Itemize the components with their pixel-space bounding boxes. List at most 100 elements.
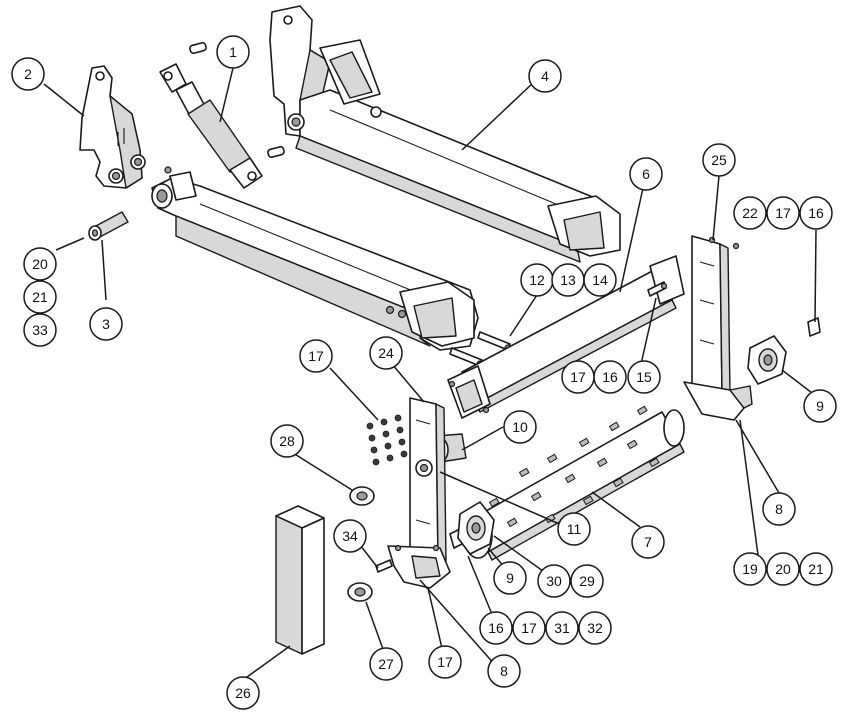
callout-9-left: 9 xyxy=(493,561,527,595)
hydraulic-cylinder xyxy=(159,41,285,189)
callout-label: 20 xyxy=(775,561,791,577)
callout-14: 14 xyxy=(583,263,617,297)
callout-20-right: 20 xyxy=(766,552,800,586)
callout-label: 8 xyxy=(775,501,783,517)
callout-label: 31 xyxy=(554,620,570,636)
callout-16-bottom: 16 xyxy=(479,611,513,645)
callout-label: 7 xyxy=(644,534,652,550)
callout-27: 27 xyxy=(369,647,403,681)
callout-17-mid: 17 xyxy=(561,360,595,394)
callout-22: 22 xyxy=(733,196,767,230)
callout-17-lower-left: 17 xyxy=(428,645,462,679)
callout-2: 2 xyxy=(11,57,45,91)
callout-29: 29 xyxy=(570,564,604,598)
callout-label: 22 xyxy=(742,205,758,221)
callout-30: 30 xyxy=(537,564,571,598)
callout-label: 8 xyxy=(500,663,508,679)
bearing-flange-left xyxy=(457,501,495,555)
mounting-bracket-left xyxy=(79,65,146,189)
callout-label: 21 xyxy=(808,561,824,577)
callout-label: 21 xyxy=(32,289,48,305)
callout-label: 32 xyxy=(587,620,603,636)
callout-label: 11 xyxy=(567,521,582,537)
callout-label: 19 xyxy=(742,561,758,577)
callout-label: 26 xyxy=(235,685,251,701)
side-plate-left xyxy=(387,397,451,589)
callout-17-top: 17 xyxy=(299,339,333,373)
side-plate-right xyxy=(683,235,753,421)
callout-label: 17 xyxy=(308,348,324,364)
callout-label: 17 xyxy=(775,205,791,221)
callout-label: 17 xyxy=(570,369,586,385)
callout-label: 17 xyxy=(521,620,537,636)
callout-33: 33 xyxy=(23,313,57,347)
callout-label: 12 xyxy=(529,272,545,288)
callout-15: 15 xyxy=(627,360,661,394)
lift-arm-rear xyxy=(269,5,621,263)
callout-label: 9 xyxy=(816,398,824,414)
callout-34: 34 xyxy=(333,519,367,553)
leader-lines xyxy=(43,67,817,683)
callout-20-left: 20 xyxy=(23,247,57,281)
callout-26: 26 xyxy=(226,676,260,710)
callout-label: 9 xyxy=(506,570,514,586)
small-pin xyxy=(375,559,393,573)
callout-21-right: 21 xyxy=(799,552,833,586)
callout-label: 25 xyxy=(711,152,727,168)
callout-7: 7 xyxy=(631,525,665,559)
callout-32: 32 xyxy=(578,611,612,645)
callout-13: 13 xyxy=(551,263,585,297)
callout-31: 31 xyxy=(545,611,579,645)
pivot-pin xyxy=(88,211,129,241)
callout-4: 4 xyxy=(528,59,562,93)
nut-cluster xyxy=(366,414,408,466)
callout-16-right: 16 xyxy=(799,196,833,230)
packaging-box xyxy=(275,505,325,655)
callout-label: 14 xyxy=(592,272,608,288)
callout-19: 19 xyxy=(733,552,767,586)
callout-label: 15 xyxy=(636,369,652,385)
callout-12: 12 xyxy=(520,263,554,297)
callout-label: 20 xyxy=(32,256,48,272)
callout-label: 28 xyxy=(279,433,295,449)
callout-label: 29 xyxy=(579,573,595,589)
spiked-roller-drum xyxy=(449,405,685,561)
callout-label: 30 xyxy=(546,573,562,589)
callout-28: 28 xyxy=(270,424,304,458)
callout-17-right: 17 xyxy=(766,196,800,230)
callout-8-left: 8 xyxy=(487,654,521,688)
callout-9-right: 9 xyxy=(803,389,837,423)
callout-label: 34 xyxy=(342,528,358,544)
bearing-flange-right xyxy=(747,335,787,385)
small-bolt-right xyxy=(807,317,821,337)
callout-16-mid: 16 xyxy=(593,360,627,394)
callout-label: 16 xyxy=(808,205,824,221)
callout-25: 25 xyxy=(702,143,736,177)
callout-label: 6 xyxy=(642,166,650,182)
bushing-lower xyxy=(347,582,373,602)
callout-label: 33 xyxy=(32,322,48,338)
bushing-upper xyxy=(349,486,375,506)
callout-8-right: 8 xyxy=(762,492,796,526)
callout-1: 1 xyxy=(216,35,250,69)
callout-label: 16 xyxy=(602,369,618,385)
callout-3: 3 xyxy=(89,307,123,341)
tube-end-bolts xyxy=(647,281,668,297)
callout-6: 6 xyxy=(629,157,663,191)
lift-arm-front xyxy=(151,166,479,351)
callout-label: 3 xyxy=(102,316,110,332)
callout-label: 24 xyxy=(378,345,394,361)
callout-label: 13 xyxy=(560,272,576,288)
callout-24: 24 xyxy=(369,336,403,370)
callout-10: 10 xyxy=(503,410,537,444)
callout-21-left: 21 xyxy=(23,280,57,314)
callout-label: 17 xyxy=(437,654,453,670)
callout-label: 10 xyxy=(512,419,528,435)
callout-label: 27 xyxy=(378,656,394,672)
callout-label: 1 xyxy=(229,44,237,60)
callout-11: 11 xyxy=(557,512,591,546)
callout-label: 16 xyxy=(488,620,504,636)
callout-label: 4 xyxy=(541,68,549,84)
callout-17-bottom: 17 xyxy=(512,611,546,645)
